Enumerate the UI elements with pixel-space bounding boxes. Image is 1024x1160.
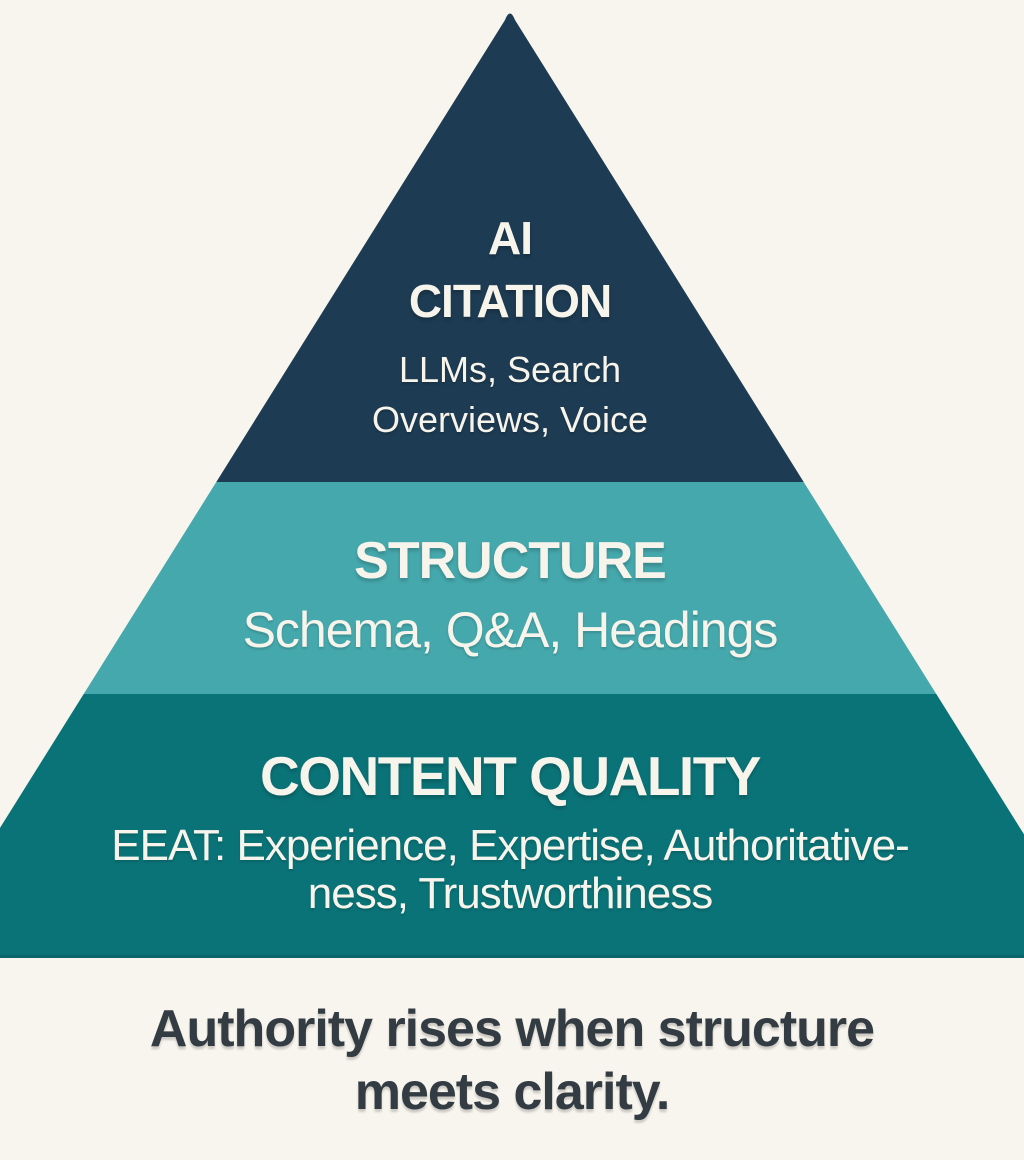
tier-ai-citation-label: AI CITATION LLMs, Search Overviews, Voic…: [0, 207, 1020, 445]
tier-content-quality-subtitle-line1: EEAT: Experience, Expertise, Authoritati…: [111, 821, 909, 870]
caption-line2: meets clarity.: [354, 1063, 671, 1121]
tier-ai-citation-title-line1: AI: [488, 212, 533, 264]
tier-ai-citation-subtitle-line2: Overviews, Voice: [371, 399, 649, 440]
caption: Authority rises when structure meets cla…: [0, 998, 1024, 1124]
tier-content-quality-subtitle: EEAT: Experience, Expertise, Authoritati…: [0, 822, 1020, 918]
pyramid-graphic: [0, 13, 1024, 958]
tier-structure-subtitle: Schema, Q&A, Headings: [0, 600, 1020, 660]
tier-content-quality-label: CONTENT QUALITY EEAT: Experience, Expert…: [0, 741, 1020, 918]
tier-ai-citation-title-line2: CITATION: [408, 275, 612, 327]
caption-line1: Authority rises when structure: [149, 1000, 875, 1058]
pyramid-base-shadow: [0, 955, 1024, 958]
tier-content-quality-title-line1: CONTENT QUALITY: [260, 745, 761, 807]
tier-ai-citation-subtitle-line1: LLMs, Search: [398, 349, 622, 390]
tier-structure-subtitle-line1: Schema, Q&A, Headings: [242, 602, 779, 658]
pyramid-tier-top-shape: [216, 13, 804, 482]
pyramid-tier-middle-shape: [83, 482, 937, 694]
tier-content-quality-title: CONTENT QUALITY: [0, 741, 1020, 811]
tier-structure-label: STRUCTURE Schema, Q&A, Headings: [0, 528, 1020, 660]
tier-ai-citation-subtitle: LLMs, Search Overviews, Voice: [0, 345, 1020, 445]
tier-content-quality-subtitle-line2: ness, Trustworthiness: [307, 869, 714, 918]
tier-ai-citation-title: AI CITATION: [0, 207, 1020, 333]
tier-structure-title: STRUCTURE: [0, 528, 1020, 594]
tier-structure-title-line1: STRUCTURE: [354, 532, 667, 590]
pyramid-tier-bottom-shape: [0, 694, 1024, 958]
